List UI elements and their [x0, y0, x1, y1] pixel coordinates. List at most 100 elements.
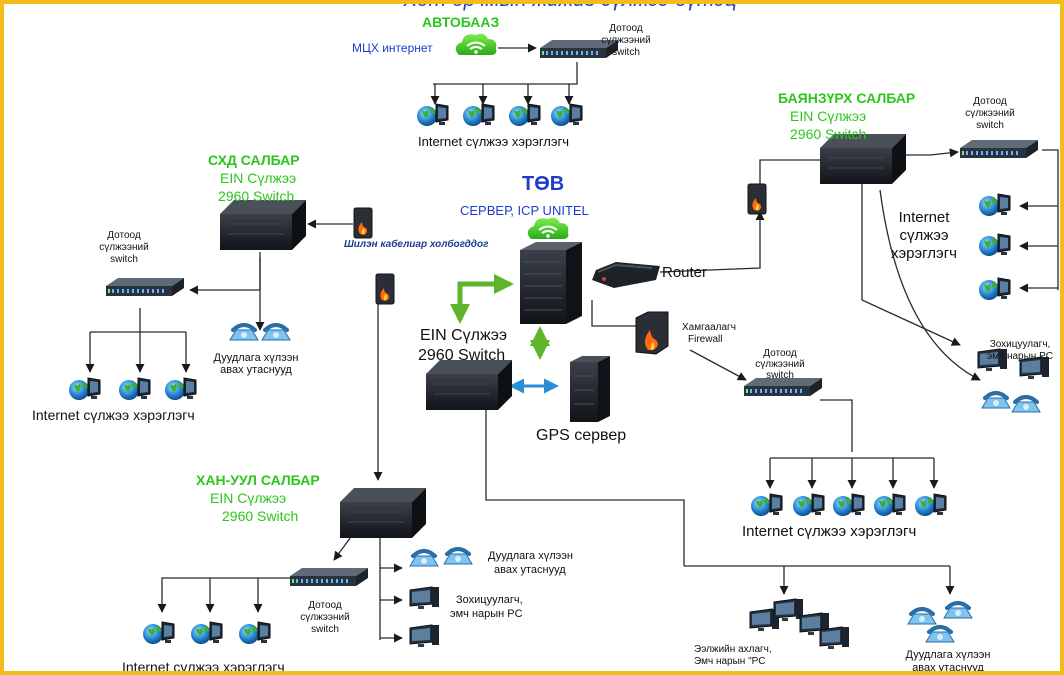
khanuul-phones-label-1: Дуудлага хүлээн: [488, 550, 573, 562]
khanuul-switch-label-2: сүлжээний: [300, 612, 349, 623]
autobaaz-switch-label-3: switch: [612, 47, 640, 58]
bayanzurkh-line1: EIN Сүлжээ: [790, 108, 866, 124]
internal-users-label: Internet сүлжээ хэрэглэгч: [742, 523, 916, 540]
pc-icon: [792, 493, 825, 517]
firewall-icon: [375, 273, 395, 305]
phone-icon: [980, 391, 1012, 410]
center-subtitle: СЕРВЕР, ICP UNITEL: [460, 203, 589, 218]
skhd-line1: EIN Сүлжээ: [220, 170, 296, 186]
skhd-users-label: Internet сүлжээ хэрэглэгч: [32, 407, 195, 423]
monitor-icon: [409, 624, 440, 648]
khanuul-switch-label-1: Дотоод: [308, 600, 342, 611]
connection-lines: [85, 43, 1059, 643]
skhd-switch-label-2: сүлжээний: [99, 242, 148, 253]
center-uplink-arrow: [450, 274, 514, 324]
switch-icon: [106, 278, 184, 296]
doctors-label-2: Эмч нарын "PC: [694, 656, 766, 667]
pc-icon: [873, 493, 906, 517]
pc-icon: [978, 277, 1011, 301]
bayanzurkh-title: БАЯНЗҮРХ САЛБАР: [778, 90, 915, 106]
pc-icon: [978, 193, 1011, 217]
phone-icon: [442, 547, 474, 566]
skhd-title: СХД САЛБАР: [208, 152, 300, 168]
router-icon: [592, 262, 660, 288]
skhd-phones-label-1: Дуудлага хүлээн: [214, 352, 299, 364]
switch-icon: [290, 568, 368, 586]
bayanzurkh-switch-label-1: Дотоод: [973, 96, 1007, 107]
khanuul-phones-label-2: авах утаснууд: [494, 564, 566, 576]
skhd-switch-label-3: switch: [110, 254, 138, 265]
wifi-cloud-icon: [526, 216, 570, 240]
pc-icon: [68, 377, 101, 401]
khanuul-switch-label-3: switch: [311, 624, 339, 635]
khanuul-staff-label-1: Зохицуулагч,: [456, 594, 523, 606]
center-switch-line1: EIN Сүлжээ: [420, 327, 507, 344]
doctors-label-1: Ээлжийн ахлагч,: [694, 644, 772, 655]
bottom-phones-label-2: авах утаснууд: [912, 662, 984, 674]
autobaaz-title: АВТОБААЗ: [422, 14, 500, 30]
server-switch-icon: [339, 487, 427, 539]
diagram-title: Хот орчмын жижиг сүлжээ бүтэц: [310, 0, 830, 12]
autobaaz-switch-label-2: сүлжээний: [601, 35, 650, 46]
khanuul-users-label: Internet сүлжээ хэрэглэгч: [122, 659, 285, 675]
pc-icon: [190, 621, 223, 645]
phone-icon: [260, 323, 292, 342]
internal-switch-label-3: switch: [766, 370, 794, 381]
phone-icon: [906, 607, 938, 626]
khanuul-title: ХАН-УУЛ САЛБАР: [196, 472, 320, 488]
phone-icon: [408, 549, 440, 568]
firewall-label-1: Хамгаалагч: [682, 322, 736, 333]
center-switch-icon: [425, 359, 513, 411]
firewall-icon: [353, 207, 373, 239]
autobaaz-switch-label-1: Дотоод: [609, 23, 643, 34]
router-label: Router: [662, 264, 707, 281]
bayanzurkh-staff-label-1: Зохицуулагч,: [990, 339, 1051, 350]
pc-icon: [118, 377, 151, 401]
khanuul-staff-label-2: эмч нарын PC: [450, 608, 523, 620]
bayanzurkh-users-label-1: Internet: [899, 209, 951, 226]
center-server-icon: [520, 242, 582, 324]
skhd-phones-label-2: авах утаснууд: [220, 364, 292, 376]
phone-icon: [924, 625, 956, 644]
skhd-line2: 2960 Switch: [218, 188, 294, 204]
bayanzurkh-switch-label-2: сүлжээний: [965, 108, 1014, 119]
skhd-switch-label-1: Дотоод: [107, 230, 141, 241]
pc-icon: [238, 621, 271, 645]
bayanzurkh-line2: 2960 Switch: [790, 126, 866, 142]
pc-icon: [508, 103, 541, 127]
firewall-icon: [747, 183, 767, 215]
center-switch-line2: 2960 Switch: [418, 347, 505, 364]
bayanzurkh-users-label-2: сүлжээ: [899, 227, 948, 244]
bottom-phones-label-1: Дуудлага хүлээн: [906, 649, 991, 661]
phone-icon: [942, 601, 974, 620]
firewall-icon: [635, 311, 669, 355]
autobaaz-internet-label: МЦХ интернет: [352, 41, 433, 55]
pc-icon: [462, 103, 495, 127]
bayanzurkh-switch-label-3: switch: [976, 120, 1004, 131]
internal-switch-label-1: Дотоод: [763, 348, 797, 359]
pc-icon: [416, 103, 449, 127]
phone-icon: [1010, 395, 1042, 414]
khanuul-line1: EIN Сүлжээ: [210, 490, 286, 506]
bayanzurkh-staff-label-2: эмч нарын PC: [987, 351, 1053, 362]
phone-icon: [228, 323, 260, 342]
monitor-icon: [819, 626, 850, 650]
monitor-icon: [773, 598, 804, 622]
internal-switch-label-2: сүлжээний: [755, 359, 804, 370]
pc-icon: [750, 493, 783, 517]
pc-icon: [550, 103, 583, 127]
pc-icon: [142, 621, 175, 645]
server-switch-icon: [219, 199, 307, 251]
cable-label: Шилэн кабелиар холбогддог: [344, 238, 489, 250]
switch-icon: [960, 140, 1038, 158]
gps-server-icon: [570, 356, 610, 422]
pc-icon: [832, 493, 865, 517]
pc-icon: [914, 493, 947, 517]
center-title: ТӨВ: [522, 173, 564, 195]
wifi-cloud-icon: [454, 32, 498, 56]
monitor-icon: [409, 586, 440, 610]
firewall-label-2: Firewall: [688, 334, 722, 345]
autobaaz-users-label: Internet сүлжээ хэрэглэгч: [418, 134, 569, 149]
gps-label: GPS сервер: [536, 427, 626, 444]
